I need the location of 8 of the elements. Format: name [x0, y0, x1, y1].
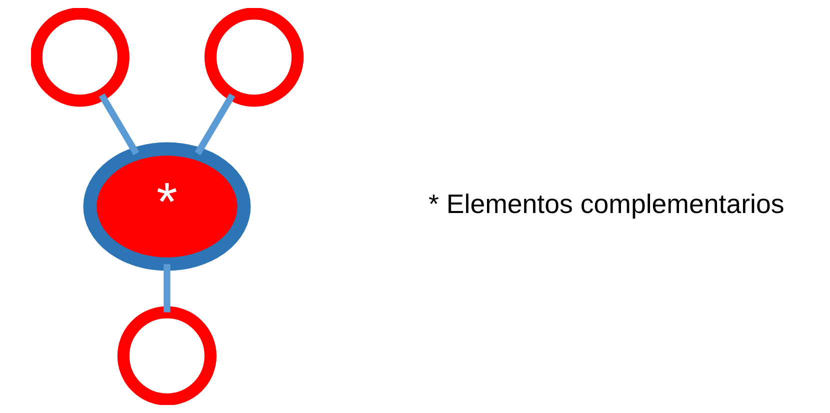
- label: * Elementos complementarios: [428, 189, 784, 220]
- connector: [163, 264, 170, 312]
- connector: [194, 93, 235, 156]
- node-ellipse: *: [82, 142, 250, 271]
- node-circle: [116, 306, 216, 405]
- node-circle: [204, 8, 304, 107]
- node-circle: [30, 8, 129, 107]
- connector: [98, 93, 139, 156]
